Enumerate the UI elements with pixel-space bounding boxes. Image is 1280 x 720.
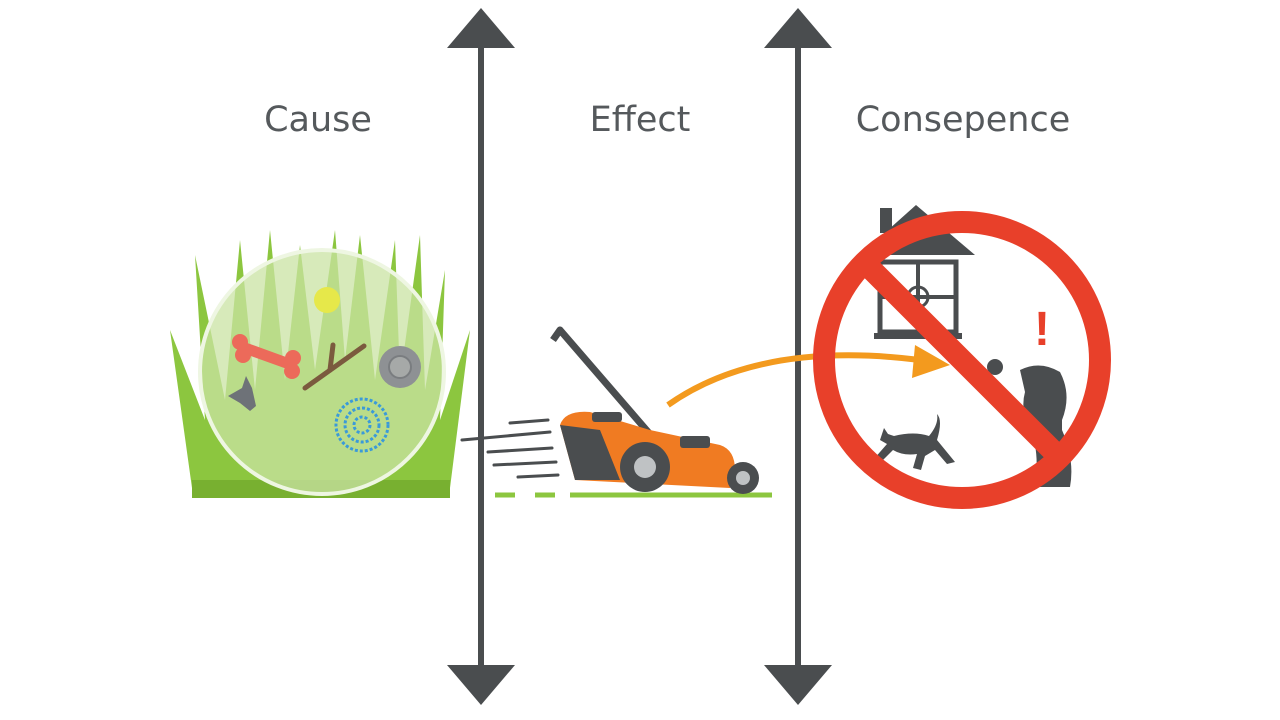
prohibited-sign-icon [813, 211, 1111, 509]
grass-icon [170, 230, 470, 498]
effect-heading: Effect [589, 100, 691, 140]
stick-icon [302, 342, 367, 391]
consequence-heading: Consepence [855, 100, 1071, 140]
magnifier-circle [198, 248, 446, 496]
toy-icon [228, 376, 256, 411]
dog-bone-icon [232, 334, 301, 379]
trajectory-arrow [666, 345, 950, 408]
cause-heading: Cause [264, 100, 372, 140]
debris-ball-icon [987, 359, 1003, 375]
divider-axis-1 [447, 8, 515, 705]
exclamation-icon: ! [1034, 303, 1050, 356]
lawn-mower-icon [460, 326, 772, 498]
rope-icon [334, 397, 390, 453]
tennis-ball-icon [314, 287, 340, 313]
cat-icon [873, 414, 955, 470]
speed-lines [460, 418, 560, 479]
disc-icon [379, 346, 421, 388]
